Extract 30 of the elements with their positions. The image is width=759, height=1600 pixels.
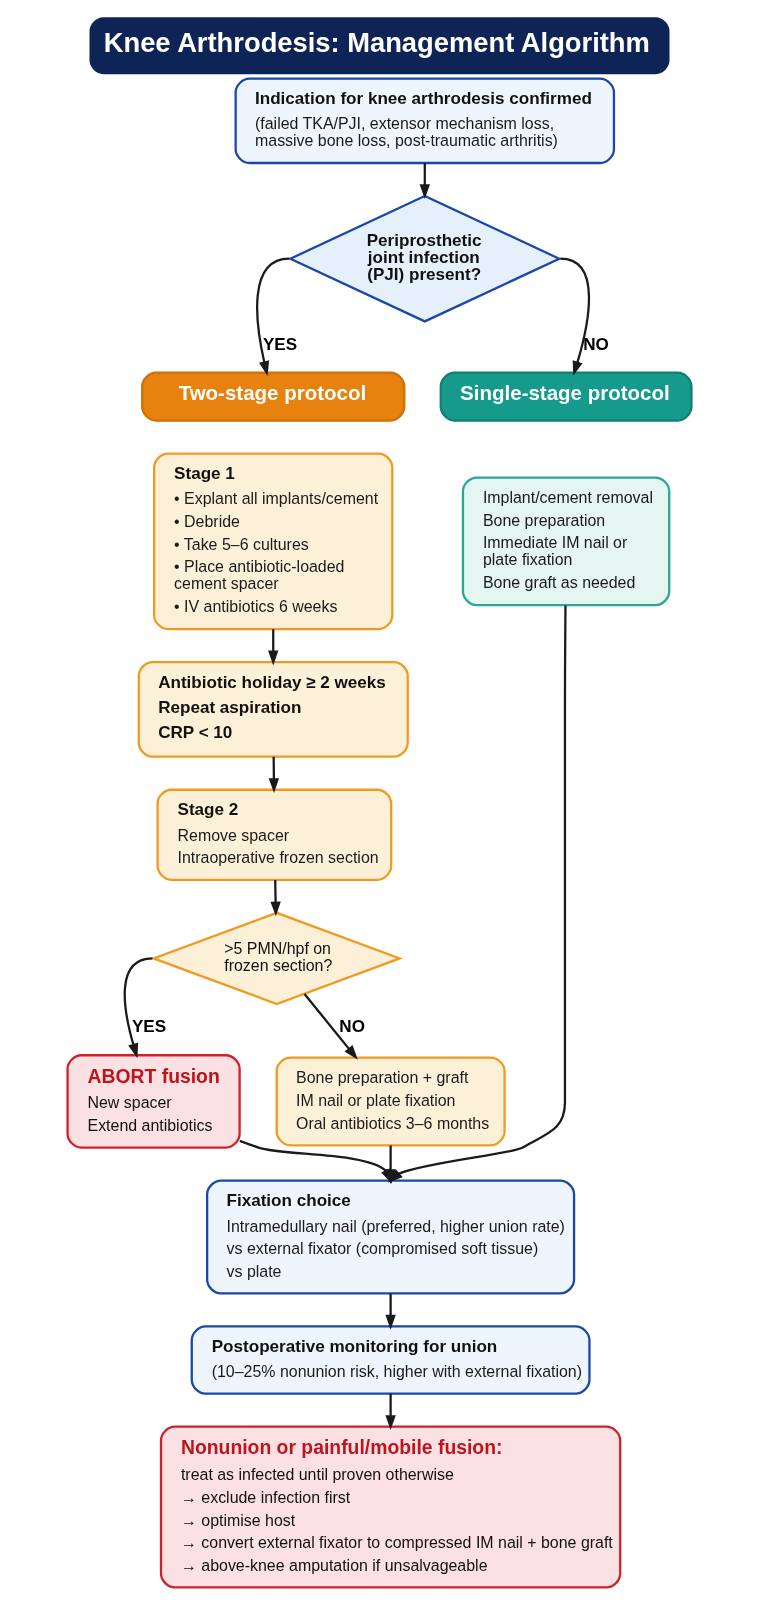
node-box: Bone preparation + graft IM nail or plate fixation Oral antibiotics 3–6 months	[275, 1056, 506, 1147]
node-box: Nonunion or painful/mobile fusion: treat as infected until proven otherwise → exclude infection first → optimise host → convert external fixator to compressed IM nail + bone graft → above-knee amputation if unsalvageable	[159, 1425, 622, 1589]
node-diamond: Periprosthetic joint infection (PJI) present?	[287, 194, 562, 323]
arrow	[256, 257, 290, 376]
arrow	[268, 756, 280, 794]
node-box: Antibiotic holiday ≥ 2 weeks Repeat aspiration CRP < 10	[137, 661, 409, 758]
arrow	[270, 880, 281, 917]
arrow	[385, 1393, 396, 1431]
arrow	[560, 257, 591, 376]
arrow	[268, 629, 279, 666]
node-box: Single-stage protocol	[439, 371, 693, 422]
node-box: Stage 2 Remove spacer Intraoperative frozen section	[156, 788, 393, 881]
node-box: Postoperative monitoring for union (10–25% nonunion risk, higher with external fixation)	[190, 1325, 591, 1395]
arrow	[419, 163, 430, 200]
edge-label: NO	[583, 334, 609, 354]
edge-label: YES	[262, 334, 298, 354]
arrow	[303, 993, 358, 1060]
arrow	[123, 957, 153, 1059]
node-diamond: >5 PMN/hpf on frozen section?	[150, 911, 403, 1006]
edge-label: YES	[131, 1017, 167, 1037]
node-box: Two-stage protocol	[141, 371, 406, 422]
node-box: Stage 1 • Explant all implants/cement • Debride • Take 5–6 cultures • Place antibiotic-loaded cement spacer • IV antibiotics 6 weeks	[153, 452, 394, 631]
arrow	[385, 1293, 396, 1330]
edge-label: NO	[339, 1017, 365, 1037]
node-box: Implant/cement removal Bone preparation Immediate IM nail or plate fixation Bone graft as needed	[461, 476, 671, 607]
diagram-title: Knee Arthrodesis: Management Algorithm	[103, 26, 650, 58]
node-box: ABORT fusion New spacer Extend antibiotics	[66, 1054, 241, 1149]
arrow	[385, 1145, 396, 1185]
node-box: Fixation choice Intramedullary nail (preferred, higher union rate) vs external fixator (compromised soft tissue) vs plate	[206, 1179, 576, 1295]
node-box: Indication for knee arthrodesis confirmed (failed TKA/PJI, extensor mechanism loss, massive bone loss, post-traumatic arthritis)	[234, 77, 616, 165]
